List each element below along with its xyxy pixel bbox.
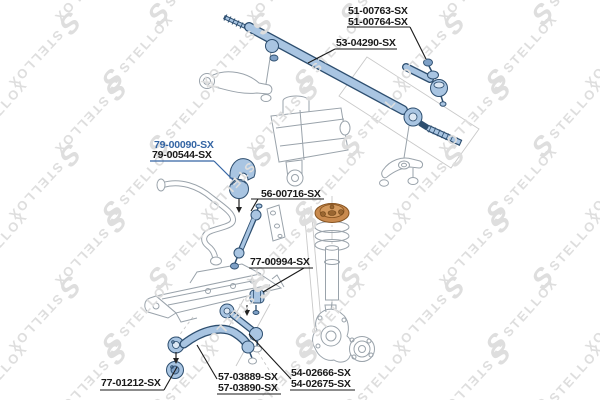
pitman-arm bbox=[199, 51, 273, 102]
part-label-53-04290: 53-04290-SX bbox=[336, 37, 396, 49]
leader-54 bbox=[248, 333, 355, 391]
steering-knuckle bbox=[312, 304, 353, 363]
part-label-51-00763: 51-00763-SX bbox=[348, 5, 408, 17]
part-label-57-03889: 57-03889-SX bbox=[218, 371, 278, 383]
steering-gearbox bbox=[270, 95, 351, 187]
subframe bbox=[144, 263, 285, 323]
part-label-54-02675: 54-02675-SX bbox=[291, 377, 351, 390]
leader-77-01212 bbox=[100, 366, 178, 391]
inner-tie-rod-highlighted bbox=[403, 107, 463, 146]
stabilizer-bushing-bracket-highlighted bbox=[229, 158, 256, 199]
leader-53 bbox=[307, 48, 397, 64]
leader-77-00994 bbox=[249, 267, 313, 293]
part-label-79-00544: 79-00544-SX bbox=[152, 148, 212, 161]
control-arm-bushing-highlighted bbox=[249, 289, 265, 315]
strut-top-mount bbox=[314, 203, 350, 223]
part-label-79-00090[interactable]: 79-00090-SX bbox=[154, 139, 214, 151]
leader-79 bbox=[150, 160, 234, 181]
wheel-hub bbox=[349, 336, 375, 362]
leader-56 bbox=[250, 198, 324, 212]
wishbone-arm-highlighted bbox=[167, 324, 257, 365]
part-label-57-03890: 57-03890-SX bbox=[218, 382, 278, 394]
part-label-77-01212: 77-01212-SX bbox=[101, 376, 161, 389]
stabilizer-to-strut-bracket bbox=[266, 204, 286, 242]
outer-tie-rod-end-highlighted bbox=[402, 58, 448, 107]
part-label-56-00716: 56-00716-SX bbox=[261, 187, 321, 200]
idler-arm bbox=[379, 125, 423, 187]
leader-51 bbox=[347, 26, 427, 60]
install-arrows bbox=[173, 199, 250, 364]
center-drag-link-highlighted bbox=[223, 14, 408, 115]
strut-assembly bbox=[314, 221, 350, 311]
tension-strut-highlighted bbox=[219, 303, 263, 353]
part-label-51-00764: 51-00764-SX bbox=[348, 15, 408, 28]
stabilizer-bar bbox=[156, 178, 236, 266]
stabilizer-link-highlighted bbox=[230, 203, 263, 270]
leader-57 bbox=[196, 344, 281, 395]
part-label-77-00994: 77-00994-SX bbox=[250, 255, 310, 268]
part-label-54-02666: 54-02666-SX bbox=[291, 366, 351, 379]
